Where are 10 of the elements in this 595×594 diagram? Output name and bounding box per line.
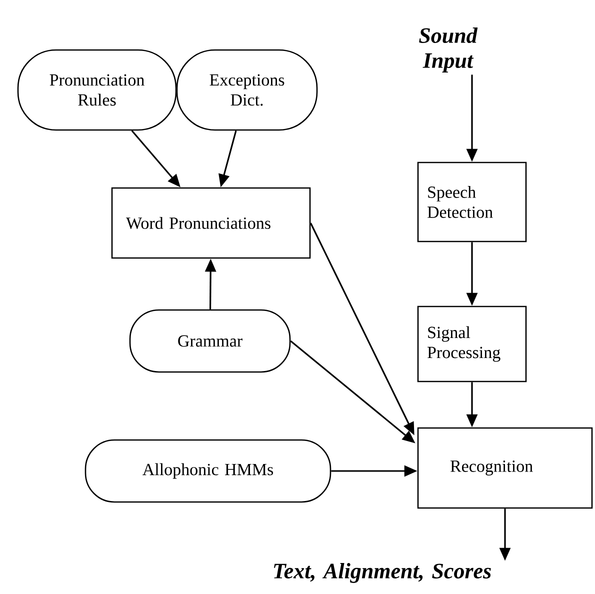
rounded-node: Pronunciation Rules bbox=[17, 49, 177, 131]
rounded-node: Grammar bbox=[129, 309, 291, 373]
text-label: Sound Input bbox=[419, 28, 478, 72]
process-box: Word Pronunciations bbox=[111, 187, 311, 259]
rounded-node: Exceptions Dict. bbox=[176, 49, 318, 131]
process-box: Signal Processing bbox=[417, 306, 527, 382]
process-box: Speech Detection bbox=[417, 162, 527, 242]
process-box: Recognition bbox=[417, 427, 593, 509]
rounded-node: Allophonic HMMs bbox=[84, 439, 332, 503]
text-label: Text, Alignment, Scores bbox=[274, 563, 491, 583]
